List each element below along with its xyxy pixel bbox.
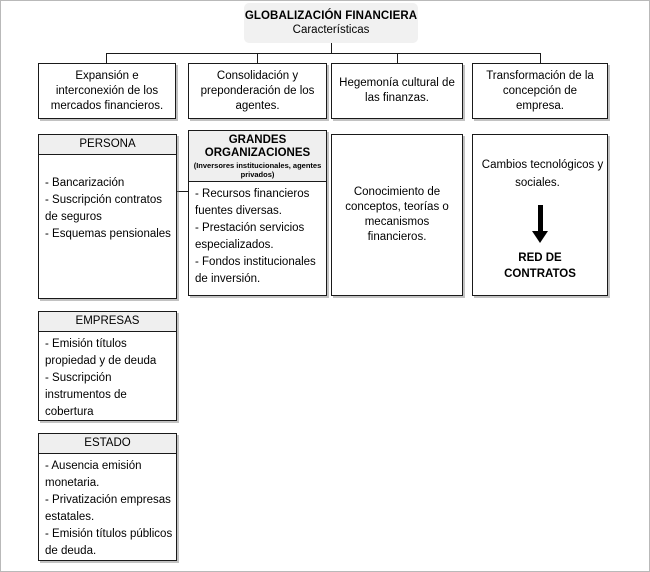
characteristic-box-1[interactable]: Expansión e interconexión de los mercado…	[38, 63, 176, 119]
list-item: - Prestación servicios	[195, 222, 305, 234]
red-de-contratos-line2: CONTRATOS	[504, 268, 576, 280]
connector-title-stem	[331, 43, 332, 54]
list-item: cobertura	[45, 406, 94, 418]
card-conocimiento-label: Conocimiento de conceptos, teorías o mec…	[345, 186, 449, 243]
list-item: - Fondos institucionales	[195, 256, 316, 268]
list-item: estatales.	[45, 511, 95, 523]
card-cambios-label: Cambios tecnológicos y sociales.	[481, 159, 604, 189]
connector-drop-3	[397, 53, 398, 64]
card-cambios-tecnologicos[interactable]: Cambios tecnológicos y sociales. RED DE …	[472, 134, 608, 296]
list-item: - Ausencia emisión	[45, 460, 142, 472]
card-grandes-title-line1: GRANDES	[228, 134, 287, 146]
list-item: - Suscripción contratos	[45, 194, 162, 206]
card-persona[interactable]: PERSONA - Bancarización - Suscripción co…	[38, 134, 177, 299]
list-item: - Emisión títulos	[45, 338, 127, 350]
card-persona-title: PERSONA	[79, 138, 136, 150]
card-grandes-organizaciones[interactable]: GRANDES ORGANIZACIONES (Inversores insti…	[188, 130, 327, 296]
characteristic-4-label: Transformación de la concepción de empre…	[486, 69, 594, 112]
list-item: - Esquemas pensionales	[45, 228, 171, 240]
card-cambios-label-wrap: Cambios tecnológicos y sociales.	[473, 155, 607, 191]
card-conocimiento[interactable]: Conocimiento de conceptos, teorías o mec…	[331, 134, 463, 296]
list-item: instrumentos de	[45, 389, 127, 401]
list-item: - Suscripción	[45, 372, 112, 384]
list-item: de inversión.	[195, 273, 261, 285]
page-subtitle: Características	[292, 24, 370, 36]
characteristic-2-label: Consolidación y preponderación de los ag…	[200, 69, 315, 112]
card-grandes-title-line2: ORGANIZACIONES	[204, 147, 311, 159]
characteristic-3-label: Hegemonía cultural de las finanzas.	[339, 77, 455, 104]
diagram-title-box: GLOBALIZACIÓN FINANCIERA Características	[244, 3, 418, 43]
connector-horizontal-bus	[106, 53, 540, 54]
card-grandes-organizaciones-header: GRANDES ORGANIZACIONES (Inversores insti…	[189, 131, 326, 182]
connector-drop-1	[106, 53, 107, 64]
characteristic-box-2[interactable]: Consolidación y preponderación de los ag…	[188, 63, 327, 119]
card-persona-header: PERSONA	[39, 135, 176, 155]
list-item: - Recursos financieros	[195, 188, 310, 200]
card-grandes-organizaciones-body: - Recursos financieros fuentes diversas.…	[189, 182, 326, 295]
list-item: propiedad y de deuda	[45, 355, 157, 367]
list-item: monetaria.	[45, 477, 100, 489]
card-grandes-subtitle: (Inversores institucionales, agentes pri…	[193, 161, 322, 179]
card-empresas-header: EMPRESAS	[39, 312, 176, 332]
connector-drop-4	[540, 53, 541, 64]
list-item: - Privatización empresas	[45, 494, 171, 506]
card-estado-title: ESTADO	[84, 437, 131, 449]
list-item: especializados.	[195, 239, 274, 251]
characteristic-1-label: Expansión e interconexión de los mercado…	[50, 69, 164, 112]
list-item: fuentes diversas.	[195, 205, 282, 217]
card-estado-body: - Ausencia emisión monetaria. - Privatiz…	[39, 454, 176, 564]
list-item: de deuda.	[45, 545, 97, 557]
down-arrow-icon	[473, 205, 607, 243]
list-item: - Emisión títulos públicos	[45, 528, 173, 540]
card-empresas-body: - Emisión títulos propiedad y de deuda -…	[39, 332, 176, 425]
characteristic-box-4[interactable]: Transformación de la concepción de empre…	[472, 63, 608, 119]
list-item: de seguros	[45, 211, 102, 223]
card-empresas-title: EMPRESAS	[75, 315, 140, 327]
list-item: - Bancarización	[45, 177, 125, 189]
characteristic-box-3[interactable]: Hegemonía cultural de las finanzas.	[331, 63, 463, 119]
card-estado[interactable]: ESTADO - Ausencia emisión monetaria. - P…	[38, 433, 177, 561]
page-title: GLOBALIZACIÓN FINANCIERA	[244, 10, 418, 22]
connector-column1-to-column2	[177, 191, 188, 192]
connector-drop-2	[257, 53, 258, 64]
card-estado-header: ESTADO	[39, 434, 176, 454]
red-de-contratos-line1: RED DE	[518, 252, 562, 264]
card-persona-body: - Bancarización - Suscripción contratos …	[39, 155, 176, 298]
card-empresas[interactable]: EMPRESAS - Emisión títulos propiedad y d…	[38, 311, 177, 421]
